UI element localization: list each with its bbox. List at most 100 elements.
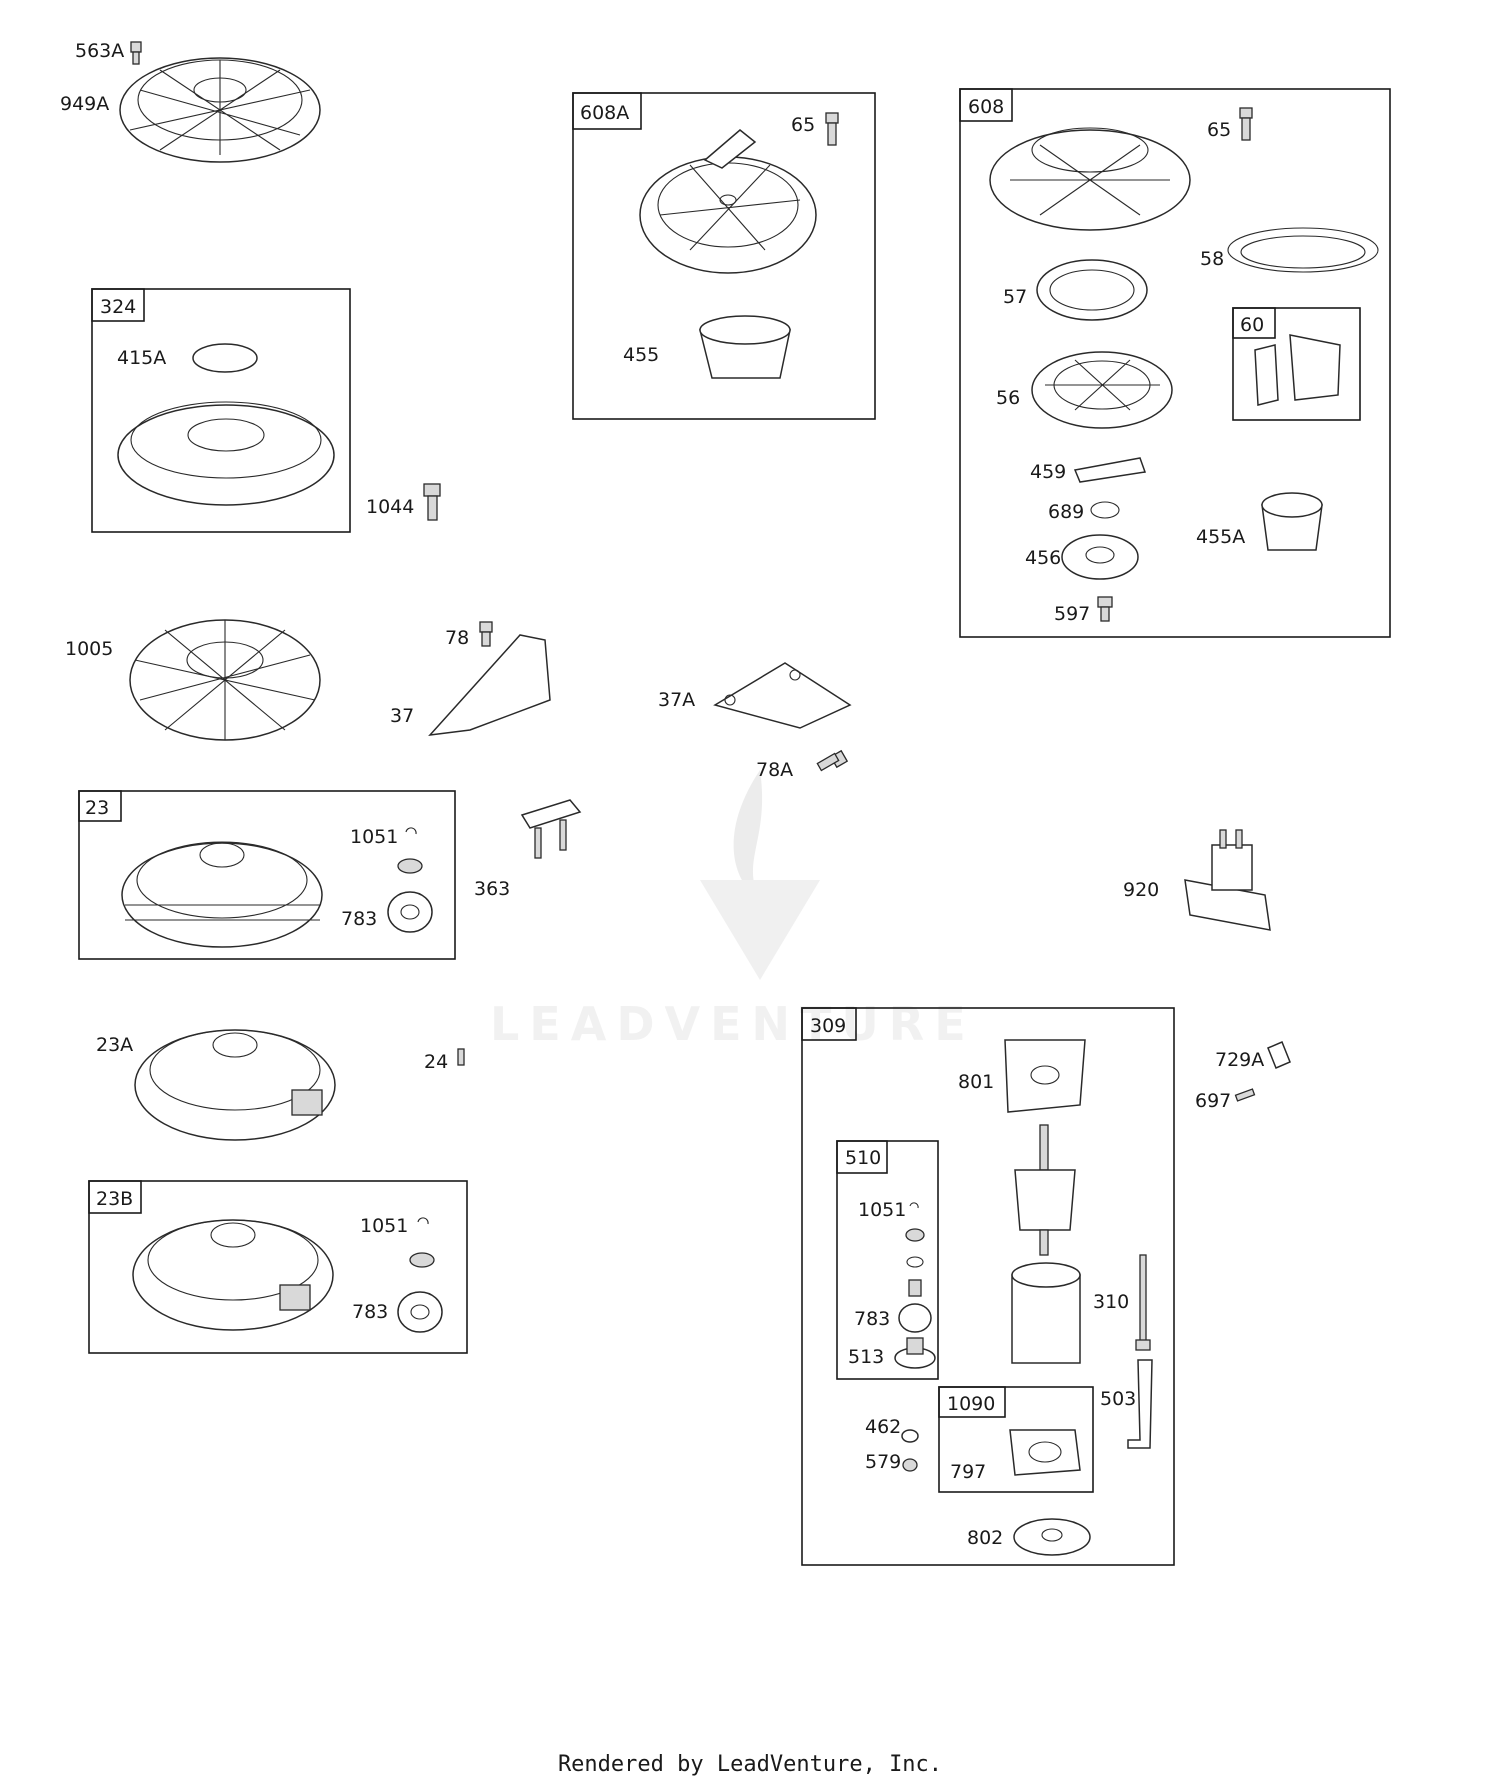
part-23A-flywheel (134, 1029, 336, 1141)
label-455: 455 (623, 344, 659, 366)
box-60 (1232, 307, 1361, 421)
label-783-b: 783 (352, 1301, 388, 1323)
part-57-spring (1036, 259, 1148, 321)
part-415A-cap (192, 343, 258, 373)
label-65-a: 65 (791, 114, 815, 136)
label-56: 56 (996, 387, 1020, 409)
part-797-brush-holder (1009, 1429, 1081, 1476)
label-363: 363 (474, 878, 510, 900)
box-label-23B: 23B (96, 1188, 133, 1210)
label-697: 697 (1195, 1090, 1231, 1112)
part-783-gear-a (387, 891, 433, 933)
part-58-rope (1227, 227, 1379, 273)
part-56-pulley (1031, 351, 1173, 429)
part-24-key (457, 1048, 465, 1066)
part-729A-clip (1267, 1041, 1291, 1069)
part-579-nut (902, 1458, 918, 1472)
box-label-608: 608 (968, 96, 1004, 118)
part-920-solenoid (1184, 829, 1271, 931)
part-456-retainer (1061, 534, 1139, 580)
box-label-309: 309 (810, 1015, 846, 1037)
part-459-pawl (1073, 457, 1147, 483)
footer-credit: Rendered by LeadVenture, Inc. (557, 1752, 943, 1777)
label-462: 462 (865, 1416, 901, 1438)
box-23 (78, 790, 456, 960)
part-1051-washer-a (397, 858, 423, 874)
label-455A: 455A (1196, 526, 1245, 548)
box-label-510: 510 (845, 1147, 881, 1169)
part-801-end-cap (1004, 1039, 1086, 1113)
part-563A-screw (130, 41, 142, 65)
part-37A-bracket (713, 662, 852, 729)
label-729A: 729A (1215, 1049, 1264, 1071)
part-thru-bolt (1135, 1254, 1151, 1351)
part-513-pinion (894, 1337, 936, 1369)
box-324 (91, 288, 351, 533)
part-78A-screw (816, 749, 849, 772)
part-783-gear-c (898, 1303, 932, 1333)
label-456: 456 (1025, 547, 1061, 569)
label-797: 797 (950, 1461, 986, 1483)
box-label-1090: 1090 (947, 1393, 995, 1415)
label-783-c: 783 (854, 1308, 890, 1330)
label-24: 24 (424, 1051, 448, 1073)
label-801: 801 (958, 1071, 994, 1093)
part-1044-bolt (423, 483, 441, 521)
part-310-housing (1011, 1262, 1081, 1364)
part-23B-flywheel (132, 1219, 334, 1331)
label-37: 37 (390, 705, 414, 727)
part-949A-blower-housing (119, 57, 321, 163)
label-949A: 949A (60, 93, 109, 115)
box-label-23: 23 (85, 797, 109, 819)
label-78: 78 (445, 627, 469, 649)
label-415A: 415A (117, 347, 166, 369)
part-462-washer (901, 1429, 919, 1443)
label-58: 58 (1200, 248, 1224, 270)
part-78-screw (479, 621, 493, 647)
watermark: LEADVENTURE (490, 770, 976, 1051)
part-65-bolt-a (825, 112, 839, 146)
label-1051-a: 1051 (350, 826, 398, 848)
label-597: 597 (1054, 603, 1090, 625)
part-455A-cup (1261, 492, 1323, 551)
box-label-60: 60 (1240, 314, 1264, 336)
part-455-cup (699, 315, 791, 379)
label-1051-c: 1051 (858, 1199, 906, 1221)
label-459: 459 (1030, 461, 1066, 483)
box-label-608A: 608A (580, 102, 629, 124)
label-513: 513 (848, 1346, 884, 1368)
label-783-a: 783 (341, 908, 377, 930)
part-1051-clip-a (405, 827, 417, 835)
part-37-baffle (428, 634, 551, 736)
label-57: 57 (1003, 286, 1027, 308)
part-60-handle (1254, 334, 1341, 406)
part-65-bolt-b (1239, 107, 1253, 141)
part-324-plate (117, 401, 335, 506)
label-37A: 37A (658, 689, 695, 711)
label-920: 920 (1123, 879, 1159, 901)
label-23A: 23A (96, 1034, 133, 1056)
part-23-flywheel (121, 841, 323, 948)
label-1044: 1044 (366, 496, 414, 518)
part-1005-fan (129, 619, 321, 741)
label-563A: 563A (75, 40, 124, 62)
part-597-screw (1097, 596, 1113, 622)
watermark-text: LEADVENTURE (490, 997, 976, 1051)
part-503-bracket (1127, 1359, 1153, 1449)
part-608A-rewind-starter (639, 129, 817, 274)
box-309 (801, 1007, 1175, 1566)
part-363-bracket (520, 799, 582, 859)
box-1090 (938, 1386, 1094, 1493)
label-65-b: 65 (1207, 119, 1231, 141)
label-310: 310 (1093, 1291, 1129, 1313)
part-783-gear-b (397, 1291, 443, 1333)
part-1051-clip-c (909, 1202, 919, 1209)
box-23B (88, 1180, 468, 1354)
part-802-end-plate (1013, 1518, 1091, 1556)
label-1005: 1005 (65, 638, 113, 660)
part-armature (1014, 1124, 1076, 1256)
box-608A (572, 92, 876, 420)
label-1051-b: 1051 (360, 1215, 408, 1237)
label-579: 579 (865, 1451, 901, 1473)
